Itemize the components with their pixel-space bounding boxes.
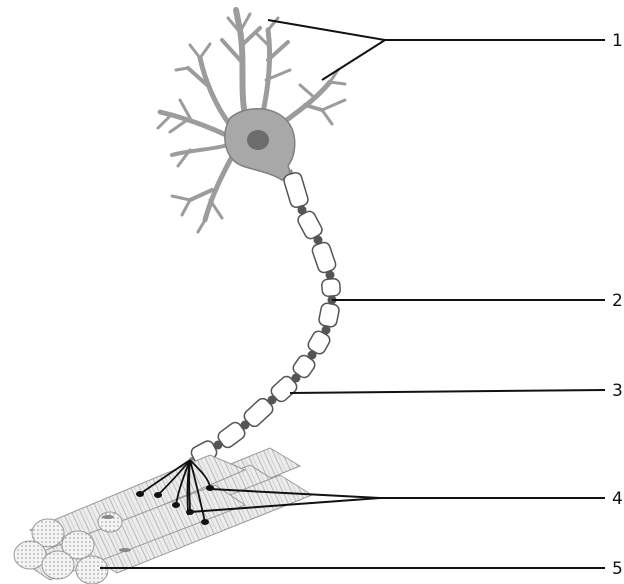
myelin-segment: [321, 278, 340, 296]
myelin-segment: [283, 171, 310, 209]
node-of-ranvier: [314, 236, 323, 245]
label-3: 3: [612, 381, 623, 401]
node-of-ranvier: [214, 441, 223, 450]
node-of-ranvier: [326, 271, 335, 280]
label-5: 5: [612, 559, 623, 579]
node-of-ranvier: [268, 396, 277, 405]
label-4: 4: [612, 489, 623, 509]
muscle-fibers: [14, 448, 312, 584]
axon: [189, 170, 340, 466]
node-of-ranvier: [298, 206, 307, 215]
myelin-segment: [311, 241, 337, 274]
node-of-ranvier: [241, 421, 250, 430]
nucleus: [247, 130, 269, 150]
node-of-ranvier: [308, 351, 317, 360]
myelin-segment: [318, 302, 340, 328]
label-1: 1: [612, 31, 623, 51]
label-2: 2: [612, 291, 623, 311]
node-of-ranvier: [292, 374, 301, 383]
node-of-ranvier: [322, 326, 331, 335]
